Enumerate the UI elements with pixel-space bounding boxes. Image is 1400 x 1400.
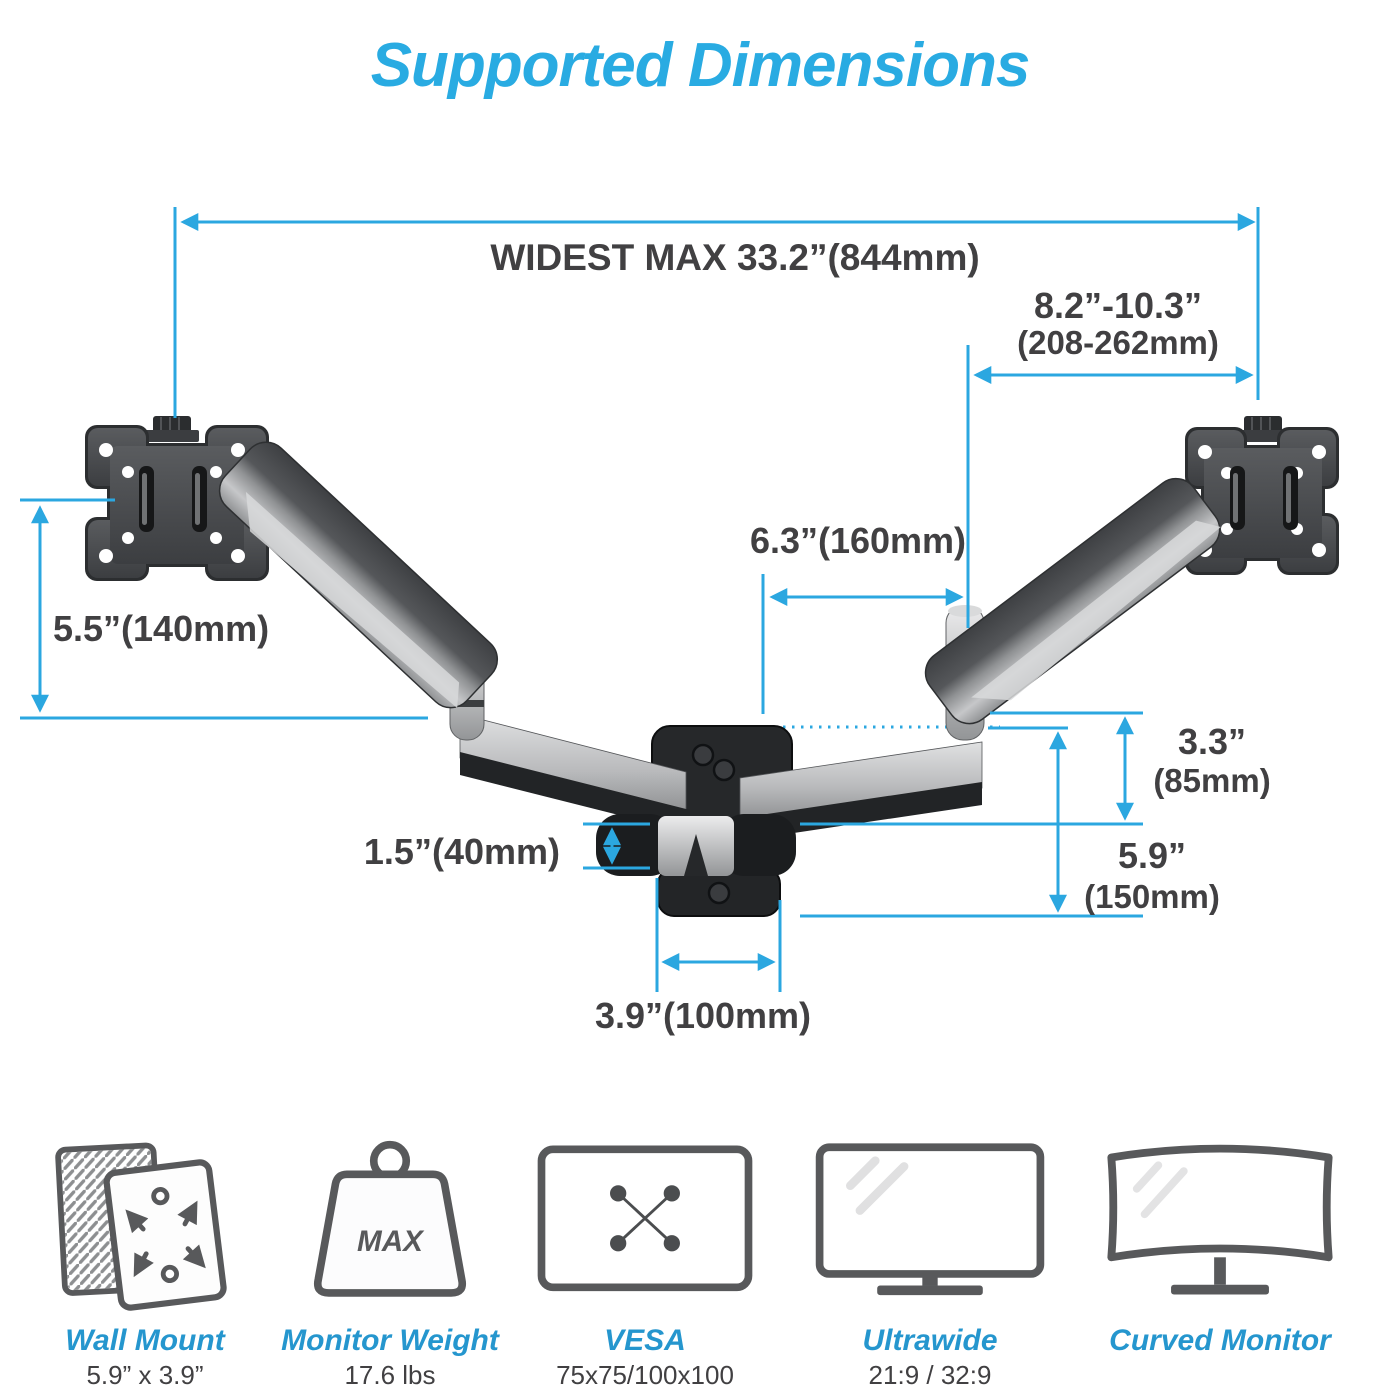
curved-monitor-icon: [1107, 1144, 1333, 1295]
dim-plate-width: 3.9”(100mm): [595, 995, 811, 1036]
dim-vesa-drop: 5.5”(140mm): [53, 608, 269, 649]
feature-value: 75x75/100x100: [556, 1360, 734, 1390]
dimension-lines: [20, 207, 1260, 992]
dim-extension-range: 8.2”-10.3”: [1034, 285, 1202, 326]
dim-extension-range-mm: (208-262mm): [1017, 324, 1219, 361]
dimension-diagram: WIDEST MAX 33.2”(844mm) 8.2”-10.3” (208-…: [20, 207, 1339, 1036]
feature-label: Monitor Weight: [281, 1324, 499, 1357]
feature-label: Curved Monitor: [1109, 1324, 1331, 1357]
max-badge: MAX: [357, 1225, 425, 1258]
feature-wall-mount: Wall Mount 5.9” x 3.9”: [30, 1122, 260, 1391]
left-vesa-plate: [85, 416, 269, 581]
dim-pivot-height: 3.3”: [1178, 721, 1246, 762]
feature-value: 17.6 lbs: [344, 1360, 436, 1390]
right-vesa-plate: [1185, 416, 1339, 575]
feature-curved-monitor: Curved Monitor: [1085, 1122, 1355, 1360]
dim-pivot-height-mm: (85mm): [1153, 762, 1270, 799]
feature-label: VESA: [604, 1324, 686, 1357]
vesa-pattern-icon: [537, 1145, 753, 1292]
right-lower-arm: [739, 741, 983, 841]
dim-arm-offset: 6.3”(160mm): [750, 520, 966, 561]
dim-hinge-height: 1.5”(40mm): [364, 831, 560, 872]
wall-mount-icon: [55, 1142, 227, 1311]
left-gas-spring-arm: [218, 441, 499, 709]
ultrawide-monitor-icon: [815, 1143, 1045, 1296]
dim-widest-max: WIDEST MAX 33.2”(844mm): [490, 237, 979, 278]
feature-value: 5.9” x 3.9”: [86, 1360, 204, 1390]
dim-plate-height-mm: (150mm): [1084, 878, 1220, 915]
left-thumbscrew: [145, 416, 199, 442]
page-title: Supported Dimensions: [370, 31, 1031, 100]
feature-label: Wall Mount: [65, 1324, 225, 1357]
right-gas-spring-arm: [924, 477, 1221, 725]
right-thumbscrew: [1236, 416, 1290, 442]
wall-mount-arm-product: [85, 416, 1339, 917]
feature-value: 21:9 / 32:9: [868, 1360, 992, 1390]
feature-vesa: VESA 75x75/100x100: [525, 1122, 765, 1391]
monitor-weight-icon: MAX: [313, 1140, 467, 1297]
dim-plate-height: 5.9”: [1118, 835, 1186, 876]
feature-monitor-weight: MAX Monitor Weight 17.6 lbs: [275, 1122, 505, 1391]
feature-label: Ultrawide: [862, 1324, 998, 1357]
feature-ultrawide: Ultrawide 21:9 / 32:9: [805, 1122, 1055, 1391]
wall-plate-bottom: [657, 867, 781, 917]
feature-row: Wall Mount 5.9” x 3.9” MAX Monitor Weigh…: [0, 1122, 1400, 1400]
